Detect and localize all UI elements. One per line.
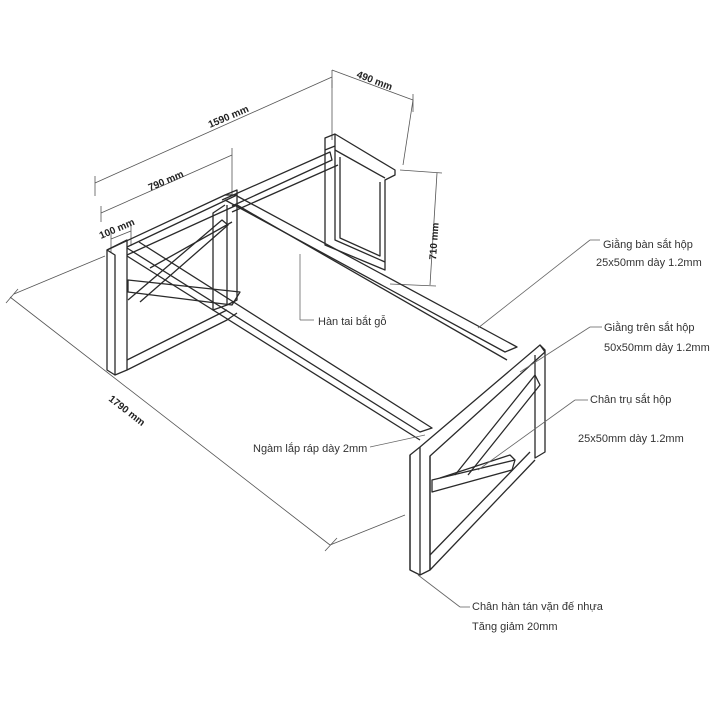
- dim-1590: 1590 mm: [207, 104, 251, 131]
- label-chan-tru-line2: 25x50mm dày 1.2mm: [578, 433, 684, 445]
- label-chan-han-line1: Chân hàn tán vặn đế nhựa: [472, 601, 604, 613]
- frame-back-right-leg: [324, 133, 396, 271]
- dim-710: 710 mm: [428, 222, 442, 260]
- dimension-lines: [5, 69, 443, 552]
- leader-lines: [299, 239, 602, 608]
- annotations: Giằng bàn sắt hộp 25x50mm dày 1.2mm Hàn …: [253, 238, 710, 633]
- dim-790: 790 mm: [147, 169, 186, 194]
- frame-top-stretcher-back: [221, 151, 339, 213]
- label-giang-ban-line2: 25x50mm dày 1.2mm: [596, 257, 702, 269]
- frame-left-leg: [106, 189, 241, 376]
- dim-1790: 1790 mm: [106, 394, 147, 429]
- label-chan-han-line2: Tăng giảm 20mm: [472, 621, 558, 633]
- label-giang-tren-line1: Giằng trên sắt hộp: [604, 321, 695, 334]
- label-chan-tru-line1: Chân trụ sắt hộp: [590, 393, 671, 406]
- dim-490: 490 mm: [355, 70, 394, 94]
- frame-right-leg: [409, 344, 546, 576]
- label-han-tai: Hàn tai bắt gỗ: [318, 315, 387, 328]
- label-ngam-lap: Ngàm lắp ráp dày 2mm: [253, 442, 367, 455]
- frame-top-stretcher-front: [126, 195, 518, 441]
- label-giang-ban-line1: Giằng bàn sắt hộp: [603, 238, 693, 251]
- label-giang-tren-line2: 50x50mm dày 1.2mm: [604, 342, 710, 354]
